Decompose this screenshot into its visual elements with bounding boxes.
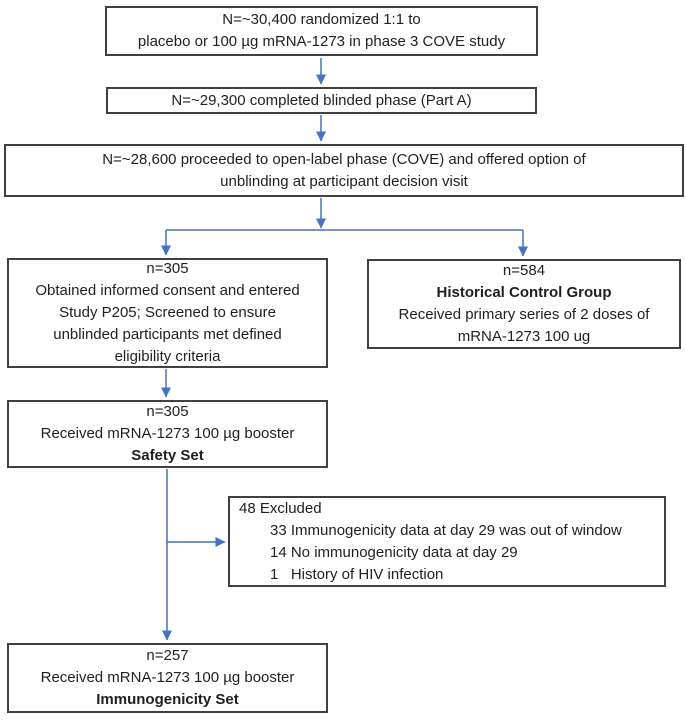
consent-line-3: unblinded participants met defined [53,326,282,343]
box-consent-screening: n=305 Obtained informed consent and ente… [7,258,328,368]
box-historical-control: n=584 Historical Control Group Received … [367,259,681,349]
open-label-line-1: N=~28,600 proceeded to open-label phase … [102,150,586,168]
excluded-header: 48 Excluded [239,499,322,517]
consent-line-4: eligibility criteria [114,348,221,365]
excluded-item-1: 33 Immunogenicity data at day 29 was out… [270,521,622,539]
excluded-item-2: 14 No immunogenicity data at day 29 [270,543,518,561]
randomized-line-2: placebo or 100 µg mRNA-1273 in phase 3 C… [137,33,506,50]
immunogenicity-line: Received mRNA-1273 100 µg booster [40,669,295,686]
box-completed-blinded: N=~29,300 completed blinded phase (Part … [106,87,537,114]
box-randomized: N=~30,400 randomized 1:1 to placebo or 1… [105,6,538,56]
consent-line-2: Study P205; Screened to ensure [59,304,276,321]
immunogenicity-set-label: Immunogenicity Set [96,691,239,708]
historical-line-2: mRNA-1273 100 ug [457,328,591,345]
consent-line-1: Obtained informed consent and entered [35,282,300,299]
completed-blinded-line: N=~29,300 completed blinded phase (Part … [171,91,472,109]
randomized-line-1: N=~30,400 randomized 1:1 to [222,11,421,28]
historical-group-title: Historical Control Group [436,284,612,301]
consent-n-count: n=305 [146,260,189,277]
safety-line: Received mRNA-1273 100 µg booster [40,425,295,442]
excluded-item-3: 1 History of HIV infection [270,565,444,583]
immunogenicity-n-count: n=257 [146,647,189,664]
box-safety-set: n=305 Received mRNA-1273 100 µg booster … [7,400,328,468]
box-open-label: N=~28,600 proceeded to open-label phase … [4,144,684,197]
historical-n-count: n=584 [502,262,546,279]
open-label-line-2: unblinding at participant decision visit [220,172,468,190]
safety-n-count: n=305 [146,403,189,420]
box-excluded: 48 Excluded 33 Immunogenicity data at da… [228,496,666,587]
historical-line-1: Received primary series of 2 doses of [398,306,650,323]
box-immunogenicity-set: n=257 Received mRNA-1273 100 µg booster … [7,643,328,713]
safety-set-label: Safety Set [131,447,204,464]
